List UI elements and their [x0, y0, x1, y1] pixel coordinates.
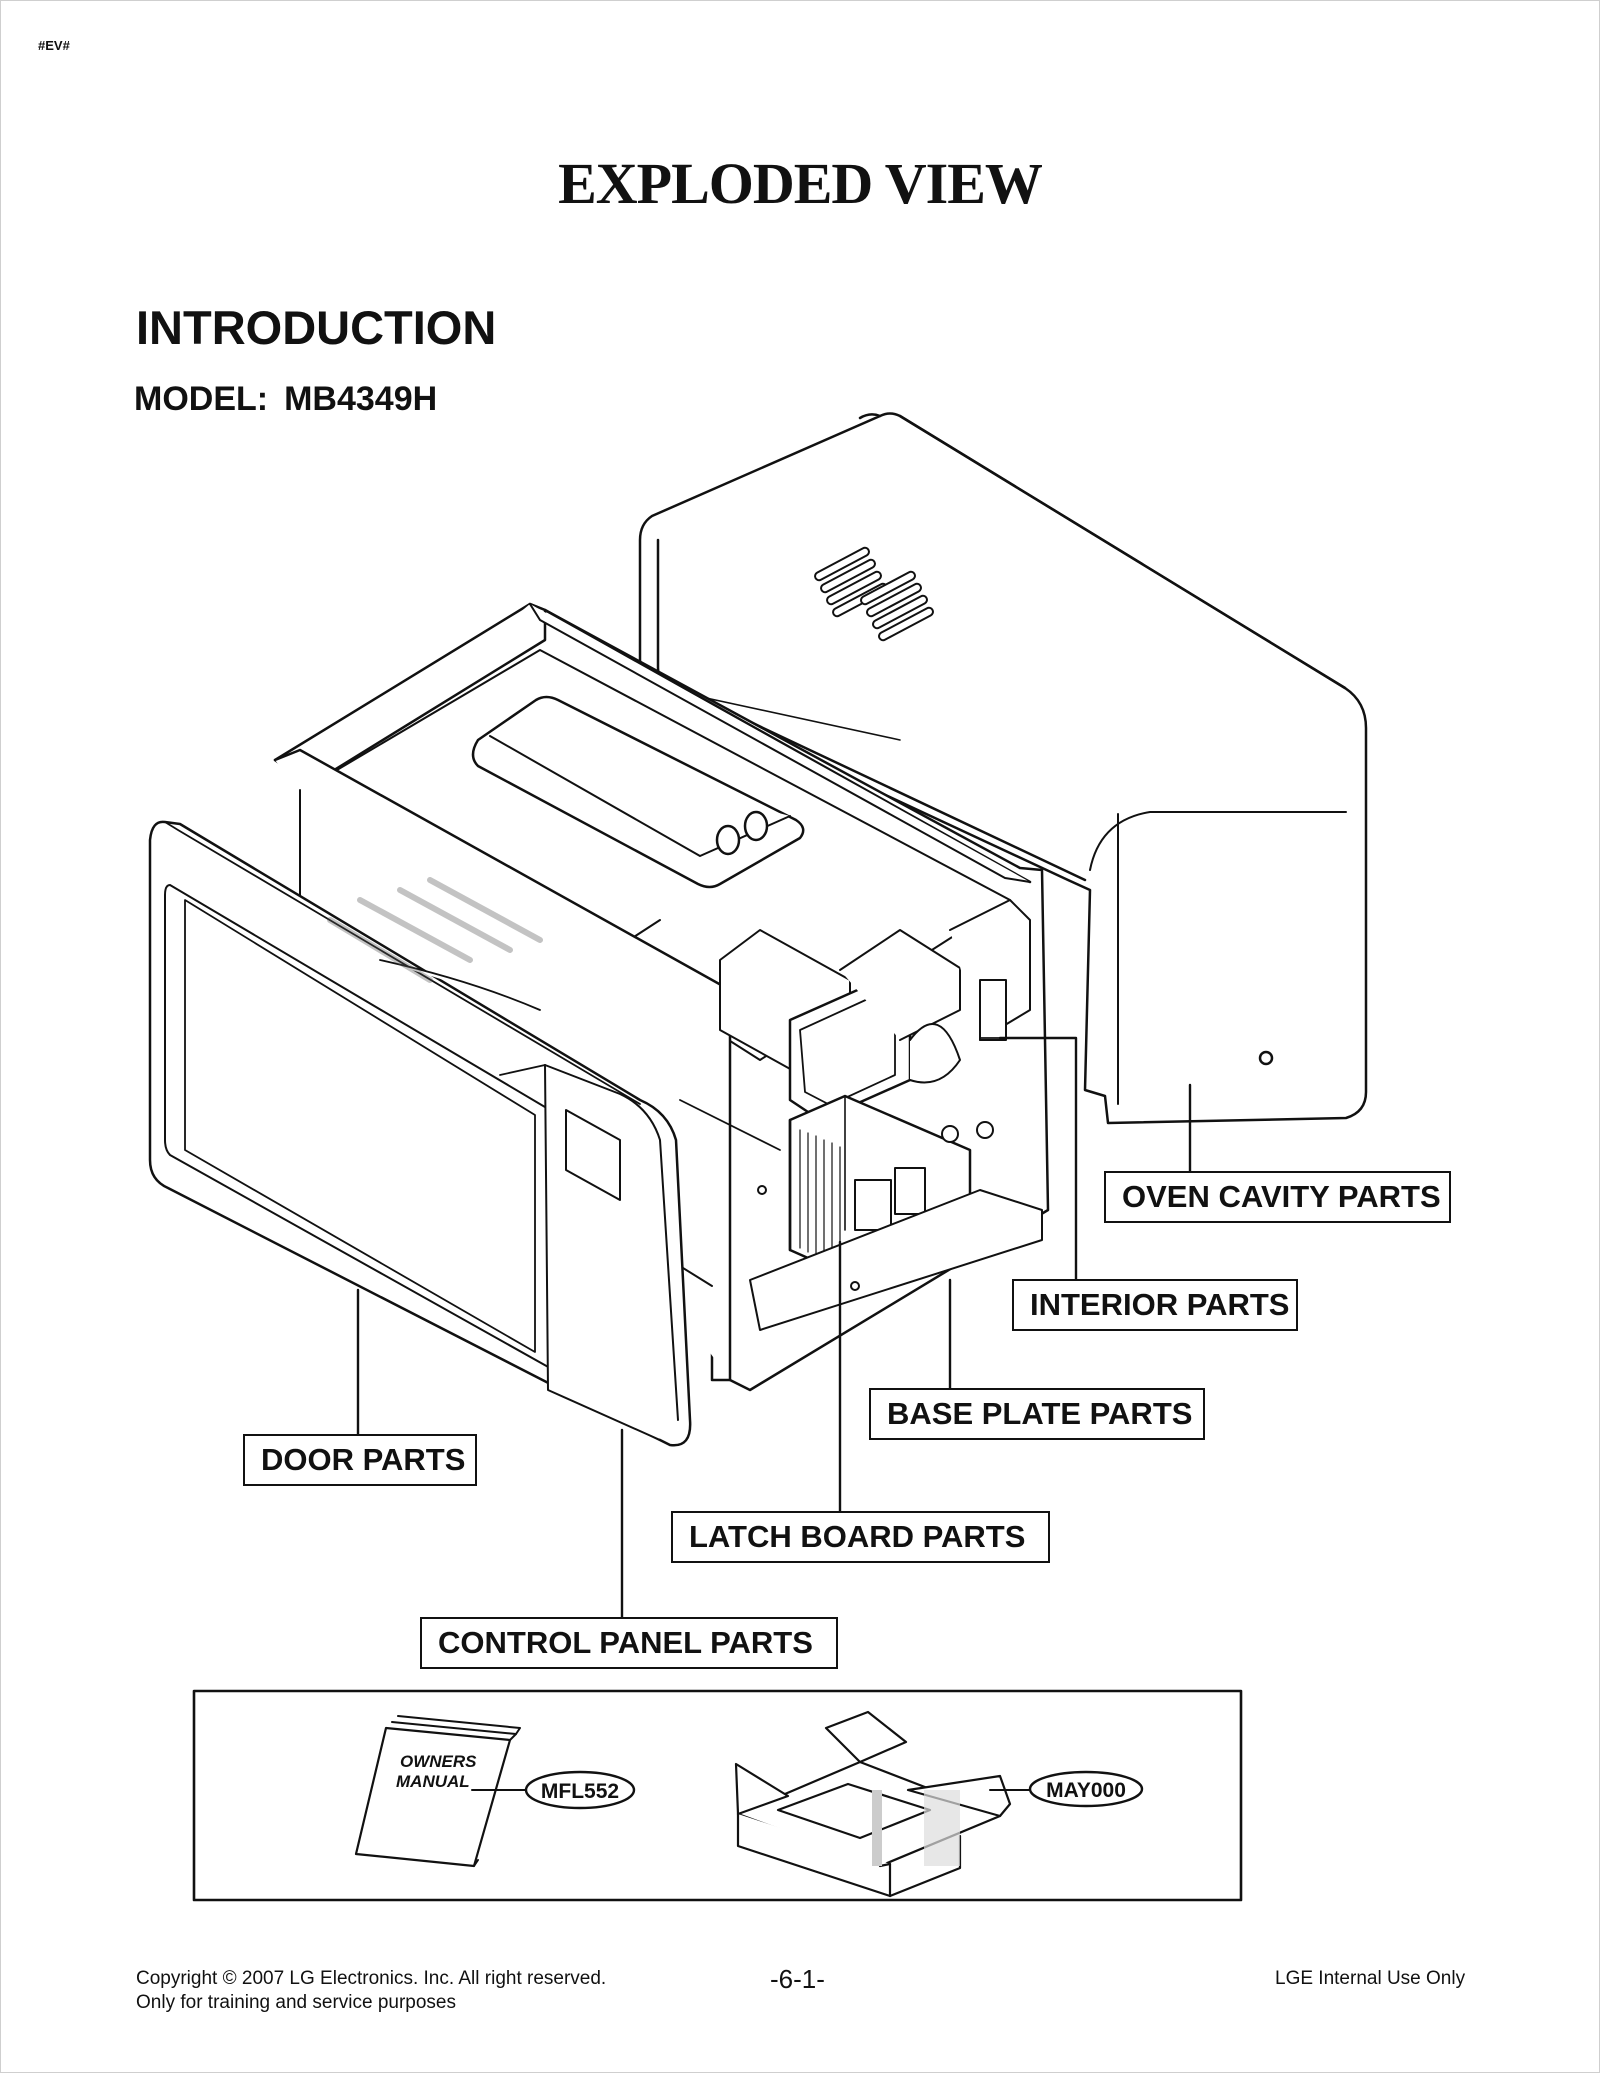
- section-heading: INTRODUCTION: [136, 301, 497, 354]
- owners-manual-icon: OWNERS MANUAL: [354, 1715, 531, 1868]
- accessories-panel: OWNERS MANUAL MFL552 MAY000: [192, 1689, 1243, 1902]
- page-tag: #EV#: [38, 38, 70, 53]
- page-number: -6-1-: [770, 1964, 825, 1994]
- callout-latch-board-parts[interactable]: LATCH BOARD PARTS: [671, 1511, 1050, 1563]
- leader-lines: [356, 1036, 1192, 1619]
- footer-internal-use: LGE Internal Use Only: [1275, 1968, 1466, 1989]
- carton-box-icon: [734, 1710, 1012, 1898]
- model-line: MODEL: MB4349H: [134, 380, 437, 419]
- box-code-oval: [1028, 1770, 1144, 1808]
- manual-text-line1: OWNERS: [400, 1752, 477, 1771]
- door: [148, 820, 692, 1447]
- callout-control-panel-parts[interactable]: CONTROL PANEL PARTS: [420, 1617, 838, 1669]
- manual-code-oval: [524, 1770, 636, 1810]
- manual-text-line2: MANUAL: [396, 1772, 470, 1791]
- model-label: MODEL:: [134, 380, 269, 418]
- callout-interior-parts[interactable]: INTERIOR PARTS: [1012, 1279, 1298, 1331]
- outer-cabinet: [638, 412, 1368, 1125]
- box-code: MAY000: [1046, 1779, 1126, 1802]
- footer-copyright: Copyright © 2007 LG Electronics. Inc. Al…: [136, 1968, 607, 1989]
- callout-base-plate-parts[interactable]: BASE PLATE PARTS: [869, 1388, 1205, 1440]
- callout-oven-cavity-parts[interactable]: OVEN CAVITY PARTS: [1104, 1171, 1451, 1223]
- callout-door-parts[interactable]: DOOR PARTS: [243, 1434, 477, 1486]
- page-title: EXPLODED VIEW: [558, 151, 1043, 216]
- manual-code: MFL552: [541, 1780, 619, 1803]
- model-value: MB4349H: [284, 380, 438, 418]
- footer-training-note: Only for training and service purposes: [136, 1992, 456, 2013]
